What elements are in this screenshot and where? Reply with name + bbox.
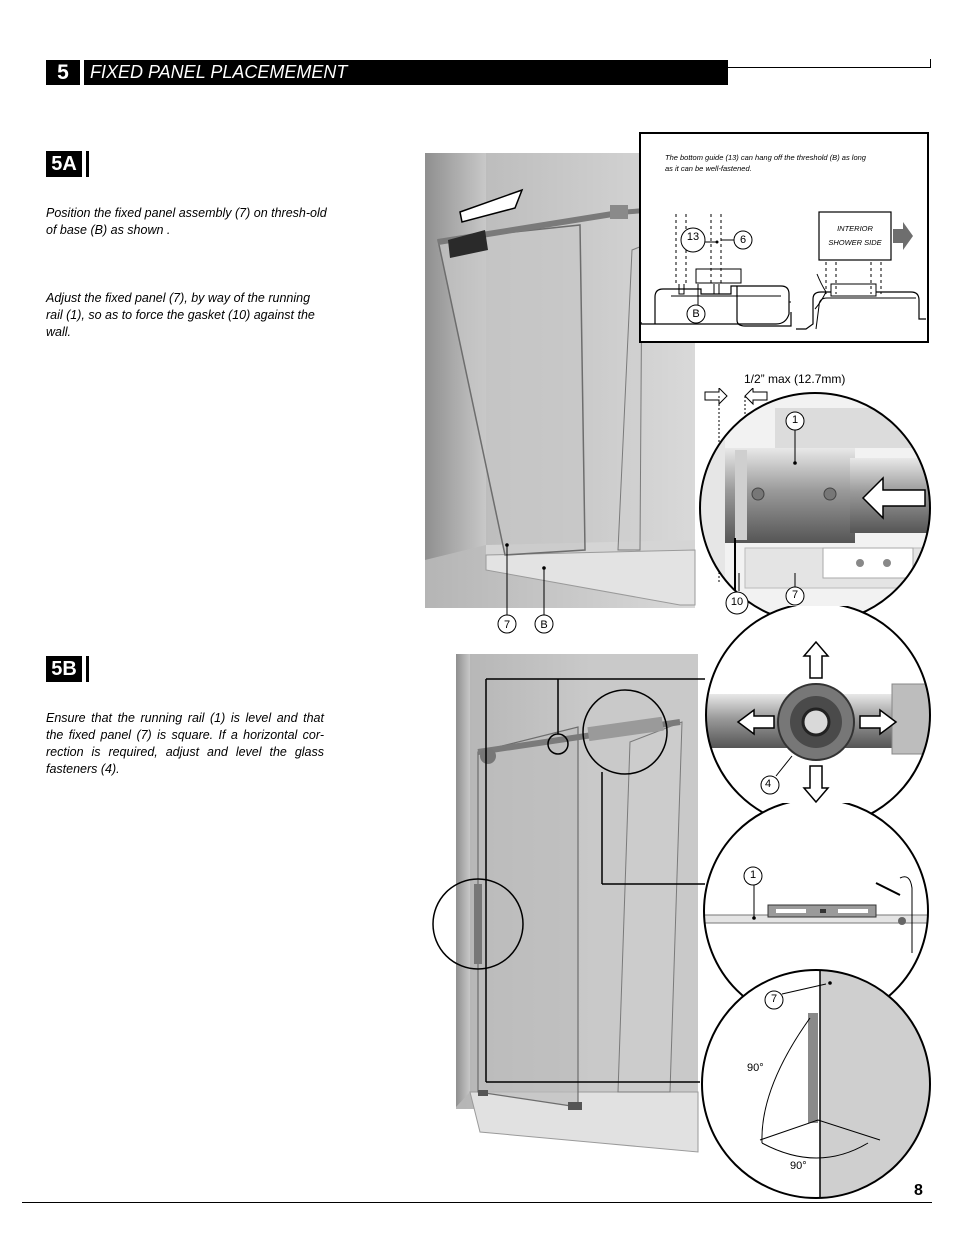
rail-callout-1: 1 [749,869,757,881]
fastener-callout-4: 4 [764,778,772,790]
inset-callout-b: B [692,308,700,320]
step-5a-instruction-2: Adjust the fixed panel (7), by way of th… [46,291,315,339]
callout-b-circle [534,614,554,634]
header-rule [728,67,931,68]
inset-section-drawing [641,211,926,330]
step-5a-instruction-1: Position the fixed panel assembly (7) on… [46,206,327,237]
angle-horizontal-label: 90° [790,1160,807,1172]
section-title-text: FIXED PANEL PLACEMEMENT [90,62,348,82]
fastener-detail [705,606,931,824]
step-5b-shower-illustration [432,654,705,1153]
section-title: FIXED PANEL PLACEMEMENT [84,60,728,85]
panel-clamp [448,230,488,258]
leader-dot-b [542,566,546,570]
gap-dimension: 1/2” max (12.7mm) [744,372,846,386]
interior-label-line2: SHOWER SIDE [828,238,882,247]
callout-7-circle [497,614,517,634]
gasket-callout-7: 7 [791,589,799,601]
motion-arrow [459,188,524,223]
fixed-panel-glass [437,224,586,556]
page-number: 8 [914,1182,923,1199]
callout-b: B [540,619,547,631]
square-detail [701,969,931,1199]
step-5b-instruction: Ensure that the running rail (1) is leve… [46,711,324,776]
rail-bracket [610,205,628,219]
angle-vertical-label: 90° [747,1062,764,1074]
gasket-callout-10: 10 [730,596,744,608]
footer-rule [22,1202,932,1203]
interior-shower-side-label: INTERIOR SHOWER SIDE [819,222,891,250]
threshold [485,549,696,606]
square-callout-7: 7 [770,993,778,1005]
section-number: 5 [46,60,80,85]
inset-callout-13: 13 [686,231,700,243]
gasket-callout-1: 1 [791,414,799,426]
step-5b-badge: 5B [46,656,82,682]
interior-label-line1: INTERIOR [837,224,873,233]
bottom-guide-inset: The bottom guide (13) can hang off the t… [639,132,929,343]
step-5b-tick [86,656,89,682]
callout-7: 7 [504,619,510,631]
inset-note: The bottom guide (13) can hang off the t… [665,153,866,173]
door-panel-glass [617,245,643,551]
inset-callout-6: 6 [739,234,747,246]
step-5a-badge: 5A [46,151,82,177]
leader-dot-7 [505,543,509,547]
header-rule-tick [930,59,931,68]
gasket-detail [699,388,931,624]
step-5a-tick [86,151,89,177]
